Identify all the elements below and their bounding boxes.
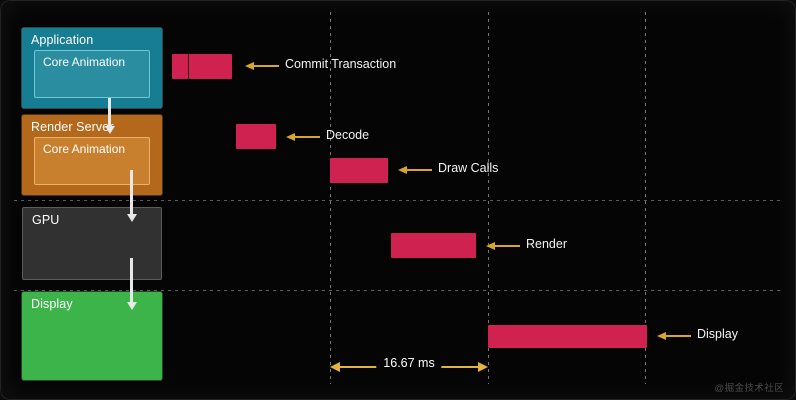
stage-box-render-server: Render Server Core Animation bbox=[22, 115, 162, 195]
inner-box-core-animation-application: Core Animation bbox=[34, 50, 150, 98]
inner-label-core-animation-application: Core Animation bbox=[43, 55, 126, 69]
arrow-tip-icon bbox=[398, 165, 407, 174]
arrow-right-icon bbox=[478, 362, 488, 372]
work-bar-render bbox=[391, 233, 476, 258]
annotation-label-render: Render bbox=[526, 237, 567, 251]
frame-duration-label: 16.67 ms bbox=[376, 356, 442, 370]
work-bar-decode bbox=[236, 124, 276, 149]
annotation-label-display: Display bbox=[697, 327, 738, 341]
vertical-gridline-3 bbox=[645, 12, 646, 384]
annotation-render: Render bbox=[486, 237, 596, 252]
watermark: @掘金技术社区 bbox=[714, 383, 784, 394]
flow-arrow-render-server-to-gpu bbox=[126, 170, 137, 222]
work-bar-commit-transaction bbox=[172, 54, 232, 79]
horizontal-gridline-2 bbox=[14, 290, 782, 291]
annotation-label-draw-calls: Draw Calls bbox=[438, 161, 499, 175]
stage-label-display: Display bbox=[31, 297, 73, 311]
flow-arrow-gpu-to-display bbox=[126, 258, 137, 310]
vertical-gridline-1 bbox=[330, 12, 331, 384]
frame-duration-measurement: 16.67 ms bbox=[330, 356, 488, 374]
arrow-tip-icon bbox=[486, 241, 495, 250]
horizontal-gridline-1 bbox=[14, 200, 782, 201]
annotation-label-decode: Decode bbox=[326, 128, 370, 142]
vertical-gridline-2 bbox=[488, 12, 489, 384]
stage-label-application: Application bbox=[31, 33, 94, 47]
annotation-decode: Decode bbox=[286, 128, 396, 143]
arrow-left-icon bbox=[330, 362, 340, 372]
stage-label-render-server: Render Server bbox=[31, 120, 114, 134]
arrow-tip-icon bbox=[657, 331, 666, 340]
work-bar-draw-calls bbox=[330, 158, 388, 183]
stage-label-gpu: GPU bbox=[32, 213, 60, 227]
annotation-draw-calls: Draw Calls bbox=[398, 161, 518, 176]
stage-box-display: Display bbox=[22, 292, 162, 380]
inner-label-core-animation-render-server: Core Animation bbox=[43, 142, 126, 156]
annotation-display: Display bbox=[657, 327, 767, 342]
arrow-tip-icon bbox=[245, 61, 254, 70]
work-bar-display bbox=[488, 325, 647, 348]
arrow-tip-icon bbox=[286, 132, 295, 141]
annotation-commit-transaction: Commit Transaction bbox=[245, 57, 396, 72]
flow-arrow-application-to-render-server bbox=[104, 98, 115, 134]
annotation-label-commit-transaction: Commit Transaction bbox=[285, 57, 397, 71]
stage-box-application: Application Core Animation bbox=[22, 28, 162, 108]
stage-box-gpu: GPU bbox=[22, 207, 162, 280]
